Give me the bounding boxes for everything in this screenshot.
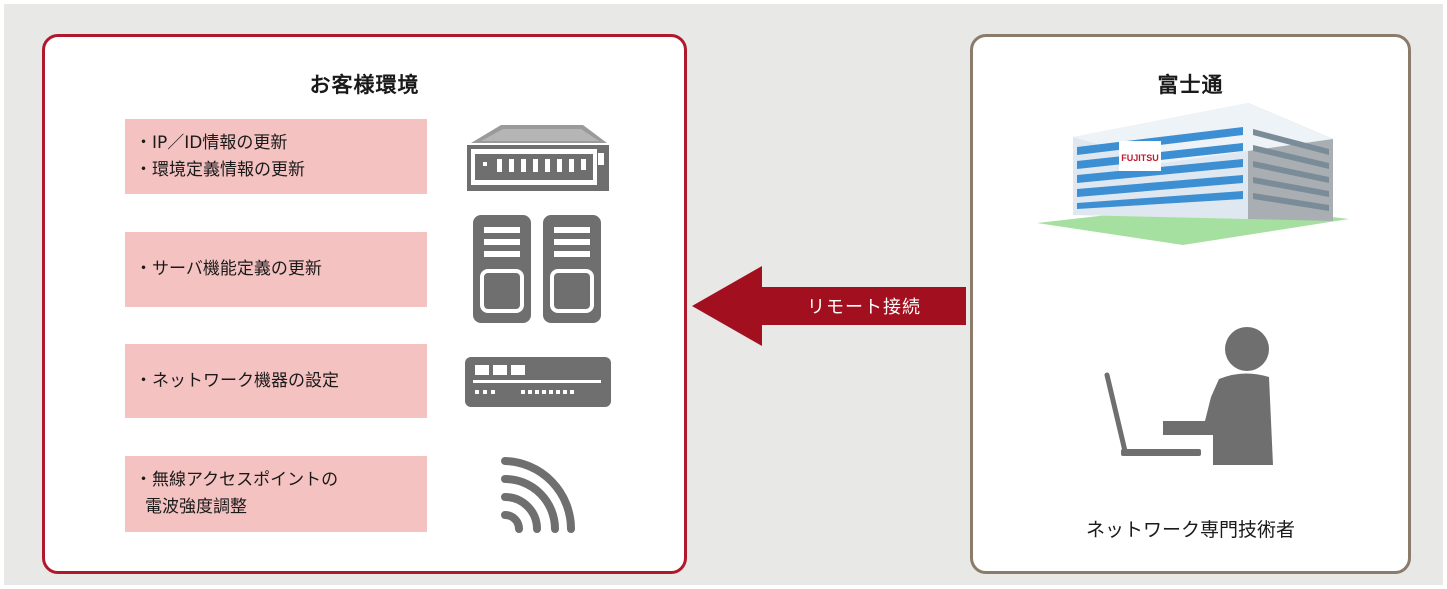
engineer-label: ネットワーク専門技術者 bbox=[1085, 519, 1295, 541]
engineer-at-laptop-icon bbox=[1104, 327, 1273, 465]
customer-environment-title: お客様環境 bbox=[309, 73, 420, 97]
task-line: ・ネットワーク機器の設定 bbox=[135, 370, 339, 391]
task-wireless-ap-tuning: ・無線アクセスポイントの 電波強度調整 bbox=[125, 456, 427, 532]
task-network-device-setup: ・ネットワーク機器の設定 bbox=[125, 344, 427, 418]
office-building-icon: FUJITSU bbox=[1037, 103, 1349, 245]
task-line: ・無線アクセスポイントの bbox=[135, 470, 339, 490]
task-line: ・IP／ID情報の更新 bbox=[135, 132, 288, 153]
wireless-signal-icon bbox=[501, 457, 575, 533]
network-appliance-icon bbox=[467, 125, 609, 191]
task-line: ・サーバ機能定義の更新 bbox=[135, 259, 322, 279]
task-line: ・環境定義情報の更新 bbox=[135, 159, 305, 180]
fujitsu-panel: 富士通 FUJITSU bbox=[970, 34, 1411, 574]
diagram-canvas: お客様環境 ・IP／ID情報の更新 ・環境定義情報の更新 ・サーバ機能定義の更新… bbox=[4, 4, 1443, 585]
customer-environment-panel: お客様環境 ・IP／ID情報の更新 ・環境定義情報の更新 ・サーバ機能定義の更新… bbox=[42, 34, 687, 574]
task-server-function-update: ・サーバ機能定義の更新 bbox=[125, 232, 427, 307]
server-tower-icon bbox=[473, 215, 601, 323]
building-sign: FUJITSU bbox=[1121, 153, 1159, 163]
remote-connection-label: リモート接続 bbox=[807, 297, 921, 318]
network-switch-icon bbox=[465, 357, 611, 407]
fujitsu-title: 富士通 bbox=[1157, 73, 1224, 97]
remote-connection-arrow bbox=[692, 266, 966, 346]
task-line: 電波強度調整 bbox=[145, 497, 247, 517]
task-ip-id-update: ・IP／ID情報の更新 ・環境定義情報の更新 bbox=[125, 119, 427, 194]
